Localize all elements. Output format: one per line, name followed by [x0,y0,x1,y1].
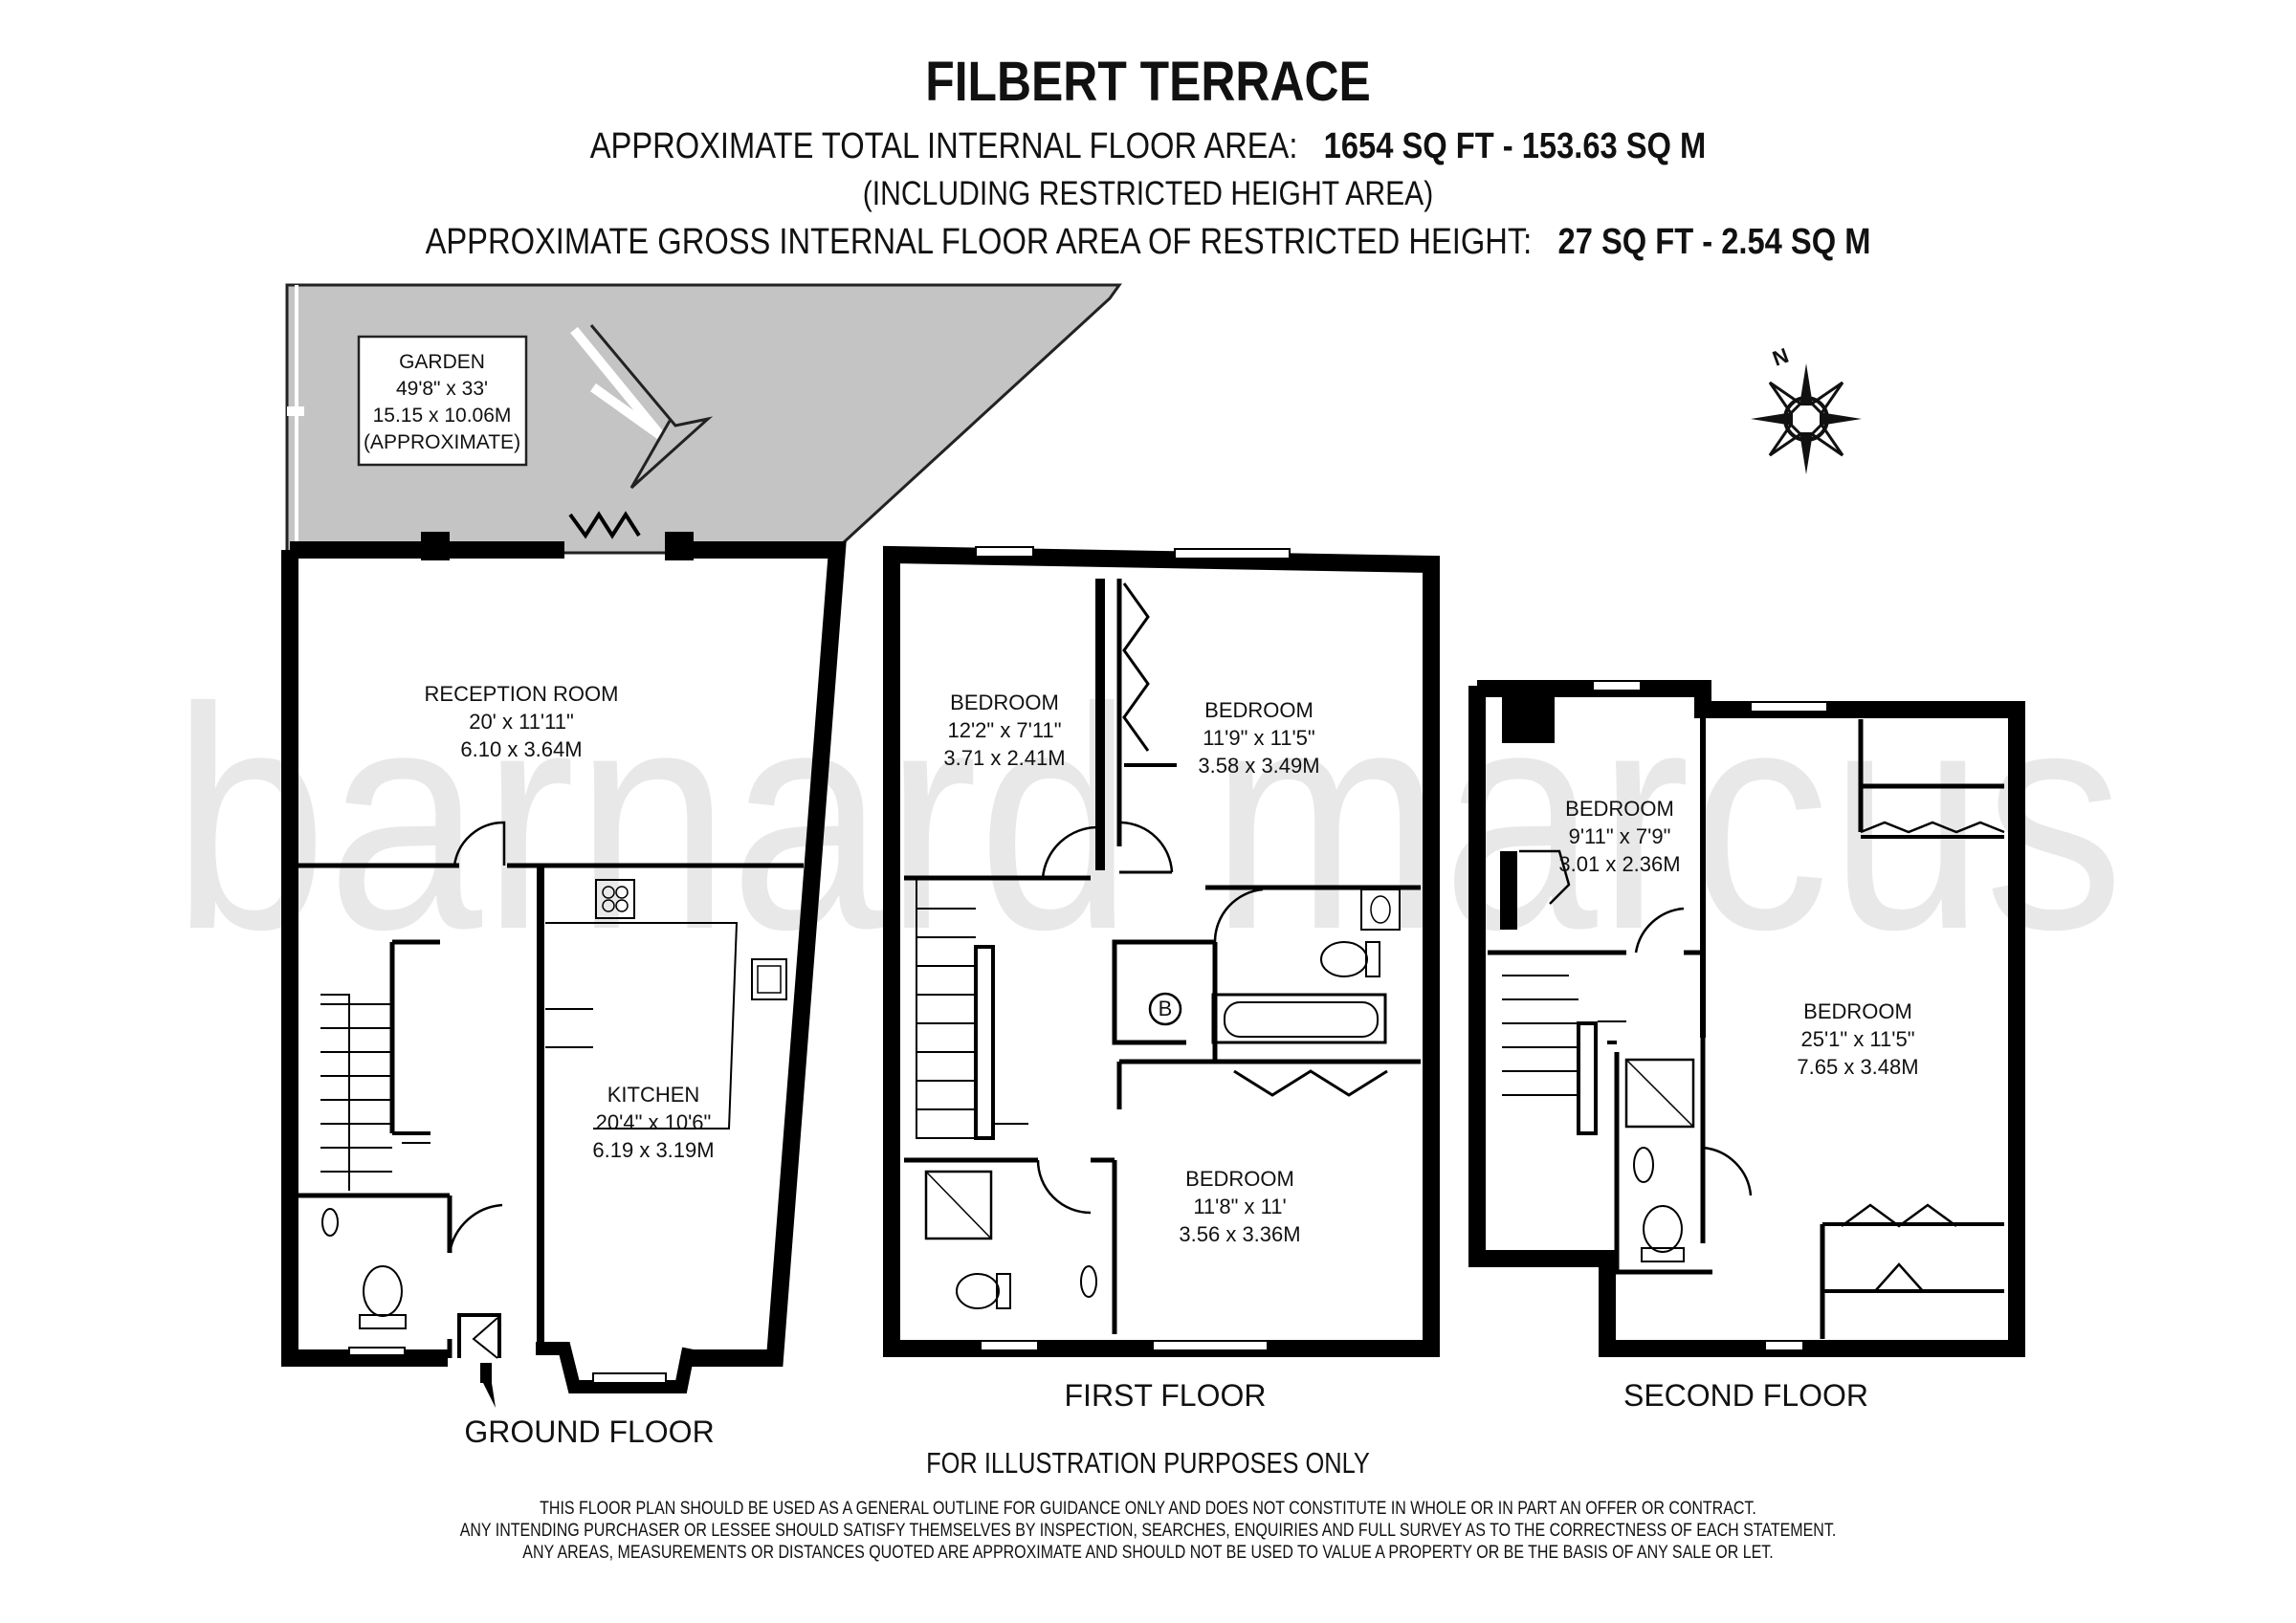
room-imperial: 11'8" x 11' [1193,1195,1286,1218]
room-imperial: 20'4" x 10'6" [596,1110,712,1134]
watermark: barnard marcus [172,642,2124,995]
garden-area: GARDEN 49'8" x 33' 15.15 x 10.06M (APPRO… [285,283,1122,555]
floor-label: SECOND FLOOR [1623,1378,1868,1413]
first-floor-plan [883,545,1440,1357]
disclaimer-line: THIS FLOOR PLAN SHOULD BE USED AS A GENE… [540,1498,1756,1519]
room-metric: 3.56 x 3.36M [1179,1222,1300,1246]
second-floor-plan [1468,680,2025,1357]
floor-label: GROUND FLOOR [464,1415,714,1449]
compass-rose-icon: N [1751,343,1862,474]
room-name: KITCHEN [607,1083,700,1107]
total-area-value: 1654 SQ FT - 153.63 SQ M [1323,126,1707,166]
floor-label: FIRST FLOOR [1065,1378,1267,1413]
compass-north-label: N [1769,343,1791,371]
restricted-area-label: APPROXIMATE GROSS INTERNAL FLOOR AREA OF… [425,222,1533,262]
room-name: RECEPTION ROOM [425,682,619,706]
including-note: (INCLUDING RESTRICTED HEIGHT AREA) [862,175,1434,212]
ground-floor-plan [281,511,847,1408]
illustration-note: FOR ILLUSTRATION PURPOSES ONLY [926,1446,1370,1480]
room-metric: 7.65 x 3.48M [1797,1055,1918,1079]
room-name: BEDROOM [1803,999,1912,1023]
entrance-arrow-icon [473,1363,496,1408]
room-metric: 3.01 x 2.36M [1558,852,1680,876]
room-metric: 3.71 x 2.41M [943,746,1065,770]
room-imperial: 12'2" x 7'11" [947,718,1061,742]
room-name: BEDROOM [1185,1167,1294,1191]
room-name: BEDROOM [1204,698,1314,722]
room-metric: 3.58 x 3.49M [1198,754,1319,778]
disclaimer-line: ANY INTENDING PURCHASER OR LESSEE SHOULD… [459,1520,1837,1541]
room-name: BEDROOM [1565,797,1674,821]
garden-imperial: 49'8" x 33' [396,378,488,400]
room-imperial: 25'1" x 11'5" [1800,1027,1914,1051]
garden-metric: 15.15 x 10.06M [373,405,512,427]
room-imperial: 20' x 11'11" [469,710,574,734]
garden-note: (APPROXIMATE) [364,431,520,453]
room-name: BEDROOM [950,691,1059,714]
garden-name: GARDEN [399,351,485,373]
room-metric: 6.19 x 3.19M [592,1138,714,1162]
total-area-line: APPROXIMATE TOTAL INTERNAL FLOOR AREA: 1… [161,126,2135,167]
restricted-area-value: 27 SQ FT - 2.54 SQ M [1557,222,1871,262]
room-imperial: 11'9" x 11'5" [1203,726,1314,750]
room-imperial: 9'11" x 7'9" [1569,824,1671,848]
plan-title: FILBERT TERRACE [925,51,1371,113]
disclaimer-line: ANY AREAS, MEASUREMENTS OR DISTANCES QUO… [522,1542,1774,1563]
total-area-label: APPROXIMATE TOTAL INTERNAL FLOOR AREA: [589,126,1298,166]
room-metric: 6.10 x 3.64M [460,737,582,761]
boiler-label: B [1159,997,1173,1020]
restricted-area-line: APPROXIMATE GROSS INTERNAL FLOOR AREA OF… [161,222,2135,263]
garden-label-box [357,335,528,467]
